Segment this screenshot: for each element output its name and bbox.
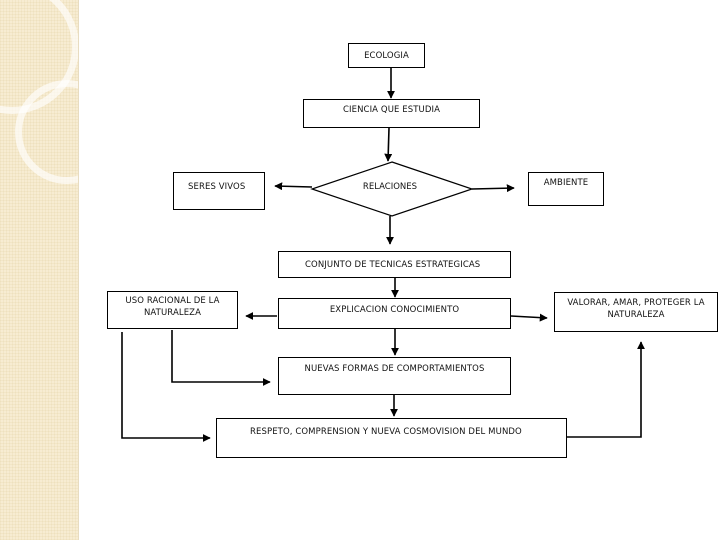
node-nuevas-formas: NUEVAS FORMAS DE COMPORTAMIENTOS bbox=[278, 357, 511, 395]
arrow-uso-racional-to-respeto bbox=[121, 332, 211, 442]
node-valorar-label: VALORAR, AMAR, PROTEGER LA NATURALEZA bbox=[567, 298, 705, 320]
node-relaciones-label: RELACIONES bbox=[362, 182, 418, 192]
node-ciencia: CIENCIA QUE ESTUDIA bbox=[303, 99, 480, 128]
decorative-sidebar bbox=[0, 0, 79, 540]
node-ecologia-label: ECOLOGIA bbox=[364, 50, 409, 61]
node-nuevas-formas-label: NUEVAS FORMAS DE COMPORTAMIENTOS bbox=[304, 364, 485, 374]
node-conjunto: CONJUNTO DE TECNICAS ESTRATEGICAS bbox=[278, 251, 511, 278]
node-valorar: VALORAR, AMAR, PROTEGER LA NATURALEZA bbox=[554, 292, 718, 332]
node-ciencia-label: CIENCIA QUE ESTUDIA bbox=[342, 105, 441, 115]
node-ambiente-label: AMBIENTE bbox=[543, 178, 589, 188]
node-explicacion: EXPLICACION CONOCIMIENTO bbox=[278, 298, 511, 329]
arrow-ciencia-to-relaciones bbox=[384, 127, 393, 162]
arrow-respeto-to-valorar bbox=[567, 341, 645, 438]
relaciones-diamond bbox=[310, 161, 474, 217]
node-respeto-label: RESPETO, COMPRENSION Y NUEVA COSMOVISION… bbox=[250, 427, 522, 437]
node-uso-racional-label: USO RACIONAL DE LA NATURALEZA bbox=[125, 296, 220, 318]
node-explicacion-label: EXPLICACION CONOCIMIENTO bbox=[329, 305, 460, 315]
arrow-relaciones-to-ambiente bbox=[471, 184, 515, 193]
sidebar-divider bbox=[78, 0, 79, 540]
node-seres-vivos: SERES VIVOS bbox=[173, 172, 265, 210]
node-ecologia: ECOLOGIA bbox=[348, 43, 425, 68]
node-seres-vivos-label: SERES VIVOS bbox=[188, 182, 246, 192]
node-uso-racional: USO RACIONAL DE LA NATURALEZA bbox=[107, 291, 238, 329]
arrow-explicacion-to-valorar bbox=[510, 313, 548, 322]
arrow-uso-racional-to-nuevas-formas bbox=[171, 330, 271, 386]
arrow-relaciones-to-seres-vivos bbox=[274, 182, 313, 191]
node-conjunto-label: CONJUNTO DE TECNICAS ESTRATEGICAS bbox=[305, 259, 481, 270]
node-ambiente: AMBIENTE bbox=[528, 172, 604, 206]
node-respeto: RESPETO, COMPRENSION Y NUEVA COSMOVISION… bbox=[216, 418, 567, 458]
